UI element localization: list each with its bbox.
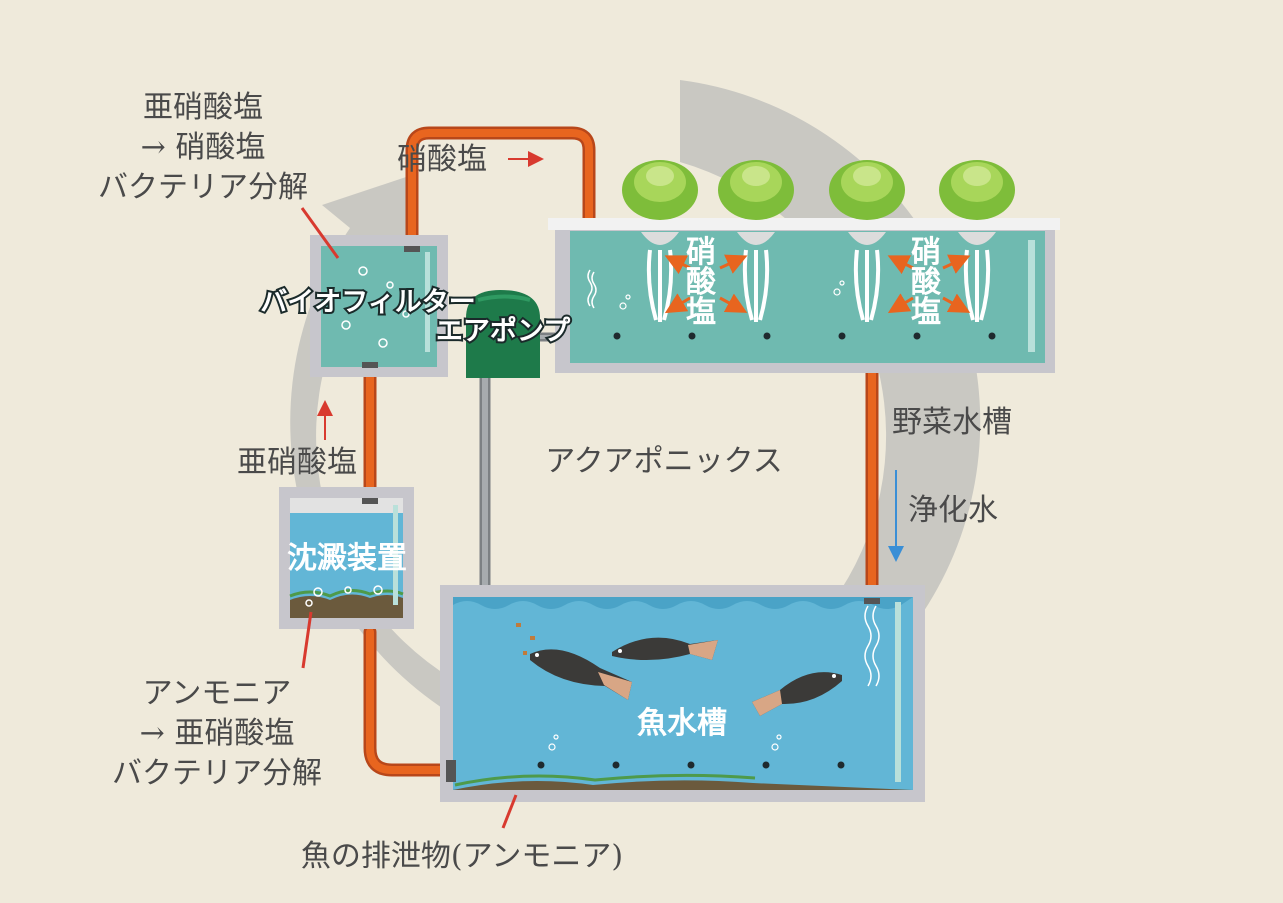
lettuce [829,160,905,322]
aquaponics-label: アクアポニックス [545,444,783,479]
lettuce [718,160,794,322]
nitrite-to-nitrate-line-2: → 硝酸塩 [141,130,266,165]
catfish [752,672,842,716]
ammonia-to-nitrite-line-1: アンモニア [143,676,292,711]
nitrate-top-label: 硝酸塩 [397,142,487,177]
nitrite-mid-label: 亜硝酸塩 [237,445,357,480]
roots-right-char-1: 硝 [911,235,941,270]
pointer-lines [300,207,518,829]
air-pump [466,290,540,378]
settling-tank [279,487,414,629]
roots-left-char-1: 硝 [686,235,716,270]
catfish [530,649,632,700]
catfish [612,637,718,661]
fish-waste-label: 魚の排泄物(アンモニア) [301,839,623,874]
roots-left-char-2: 酸 [686,265,717,300]
fish-group [530,637,842,716]
nutrient-arrows [664,254,971,314]
vegetable-tank-label: 野菜水槽 [892,405,1012,440]
purified-water-label: 浄化水 [908,493,998,528]
nitrite-to-nitrate-line-1: 亜硝酸塩 [143,90,263,125]
roots-right-char-3: 塩 [911,295,941,330]
nitrite-to-nitrate-line-3: バクテリア分解 [98,170,308,205]
orange-pipes [363,126,879,777]
fish-tank [440,585,925,802]
roots-right-char-2: 酸 [911,265,942,300]
fish-tank-label: 魚水槽 [637,706,727,741]
settling-device-label: 沈澱装置 [287,541,407,576]
lettuce [939,160,1015,322]
biofilter-label: バイオフィルター [260,287,475,318]
ammonia-to-nitrite-line-3: バクテリア分解 [112,756,322,791]
lettuce-plants [622,160,1015,322]
lettuce [622,160,698,322]
air-pump-label: エアポンプ [436,316,571,347]
roots-left-char-3: 塩 [686,295,716,330]
biofilter-tank [310,235,448,377]
ammonia-to-nitrite-line-2: → 亜硝酸塩 [140,716,295,751]
